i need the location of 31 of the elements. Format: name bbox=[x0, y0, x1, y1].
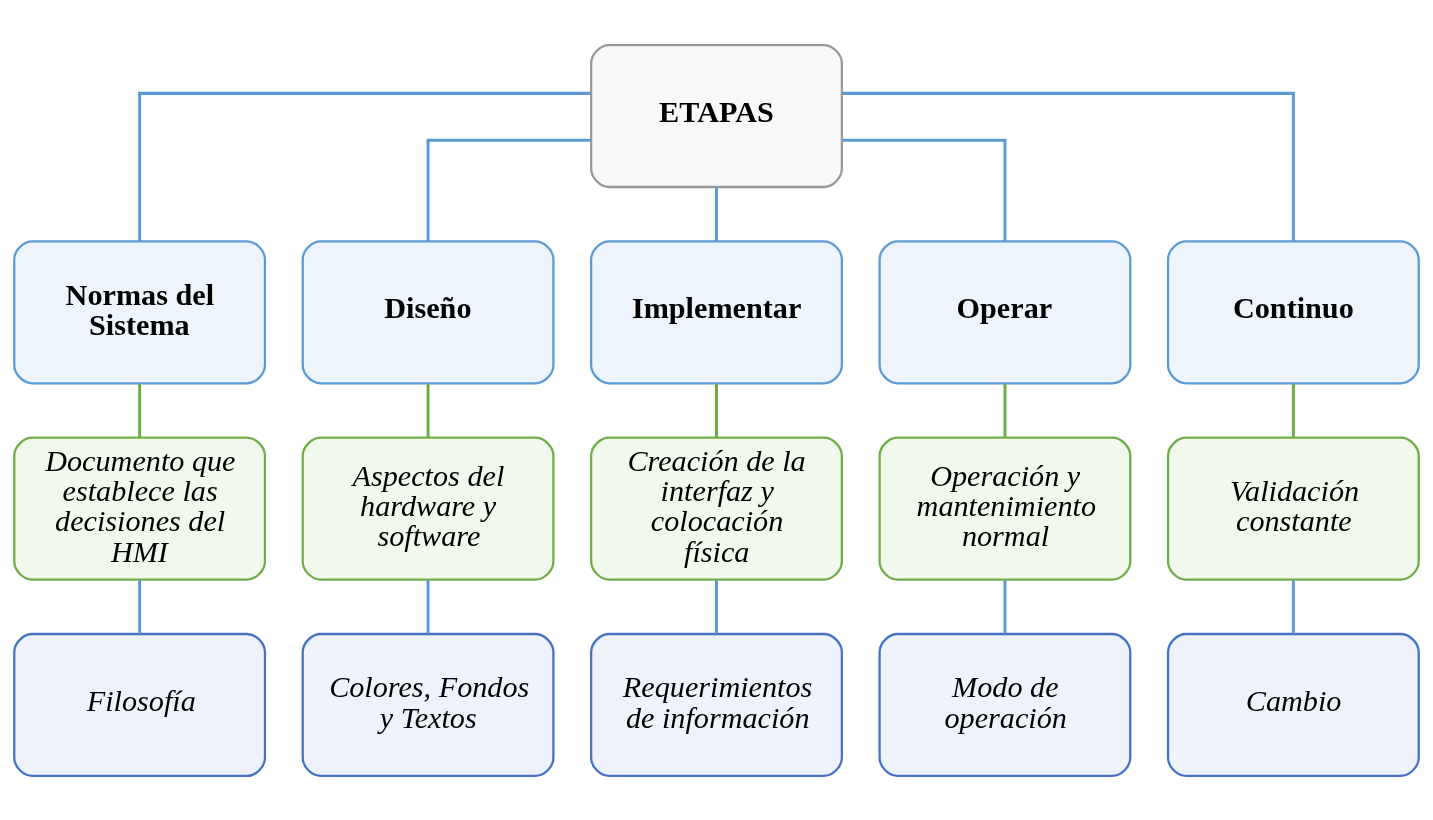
connector bbox=[138, 91, 591, 241]
connector bbox=[426, 383, 430, 438]
connector bbox=[138, 579, 142, 634]
node-box: Continuo bbox=[1166, 239, 1420, 384]
node-box: Creación de la interfaz y colocación física bbox=[590, 436, 843, 581]
node-box: Operación y mantenimiento normal bbox=[878, 436, 1132, 581]
node-box: Filosofía bbox=[13, 632, 267, 777]
node-box: Modo de operación bbox=[878, 632, 1132, 777]
connector bbox=[1003, 383, 1007, 438]
connector bbox=[1003, 579, 1007, 634]
node-box: Implementar bbox=[590, 239, 843, 384]
node-box: Validación constante bbox=[1166, 436, 1420, 581]
node-box: Requerimientos de información bbox=[590, 632, 843, 777]
node-box: Colores, Fondos y Textos bbox=[301, 632, 555, 777]
connector bbox=[1291, 383, 1295, 438]
connector bbox=[715, 383, 718, 438]
connector bbox=[138, 383, 142, 438]
connector bbox=[426, 579, 430, 634]
connector bbox=[842, 91, 1295, 241]
node-box: Diseño bbox=[301, 239, 555, 384]
node-box: ETAPAS bbox=[590, 43, 843, 188]
connector bbox=[715, 186, 718, 241]
node-box: Normas del Sistema bbox=[13, 239, 267, 384]
node-box: Cambio bbox=[1166, 632, 1420, 777]
connector bbox=[842, 138, 1007, 241]
node-box: Documento que establece las decisiones del HMI bbox=[13, 436, 267, 581]
node-box: Aspectos del hardware y software bbox=[301, 436, 555, 581]
connector bbox=[715, 579, 718, 634]
node-box: Operar bbox=[878, 239, 1132, 384]
connector bbox=[1291, 579, 1295, 634]
connector bbox=[426, 138, 591, 241]
